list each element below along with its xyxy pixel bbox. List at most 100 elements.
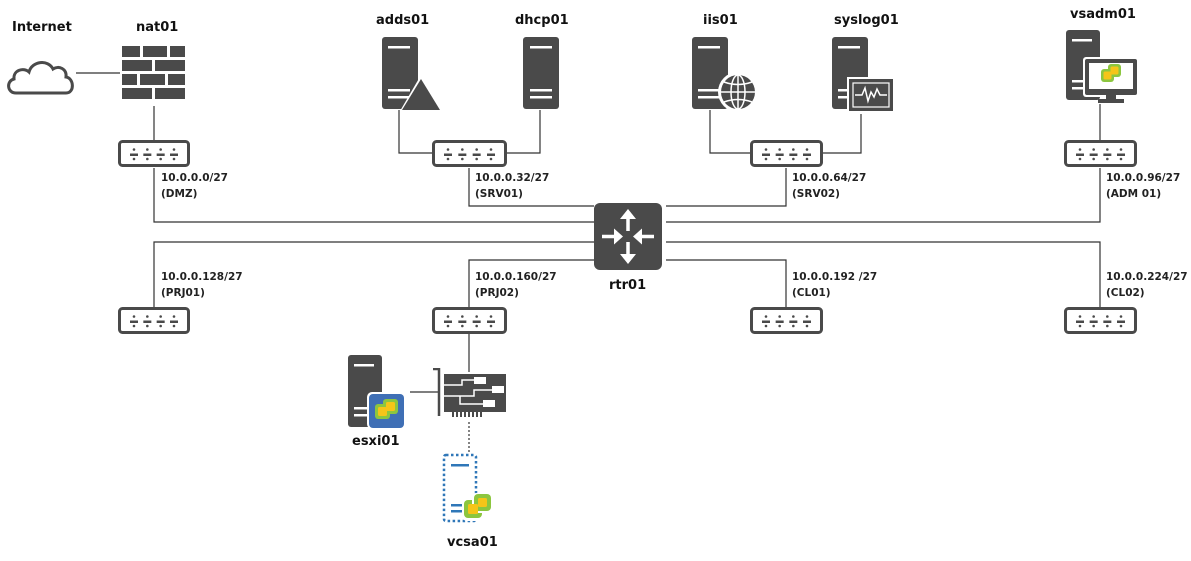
internet-label: Internet	[12, 20, 72, 35]
switch-port-icon	[1117, 148, 1125, 161]
switch-body	[750, 307, 823, 334]
server-web-icon	[692, 37, 758, 112]
server-monitor-icon	[832, 37, 895, 113]
switch-body	[432, 140, 507, 167]
subnet: 10.0.0.160/27	[475, 271, 557, 283]
switch-adm01	[1064, 140, 1137, 167]
switch-port-icon	[487, 148, 495, 161]
link-adds01-srv01	[398, 110, 432, 154]
esxi01-label: esxi01	[352, 434, 400, 449]
cloud-icon	[7, 61, 74, 95]
network-name: (PRJ01)	[161, 287, 205, 299]
switch-cl02	[1064, 307, 1137, 334]
network-label-srv02: 10.0.0.64/27 (SRV02)	[792, 170, 866, 202]
adds01-label: adds01	[376, 13, 430, 28]
link-dmz-router	[153, 168, 594, 223]
switch-port-icon	[789, 148, 798, 161]
globe-icon	[718, 72, 758, 112]
subnet: 10.0.0.32/27	[475, 172, 550, 184]
switch-port-icon	[143, 148, 152, 161]
network-label-prj02: 10.0.0.160/27 (PRJ02)	[475, 269, 557, 301]
switch-body	[1064, 140, 1137, 167]
switch-port-icon	[444, 315, 452, 328]
switch-body	[750, 140, 823, 167]
switch-port-icon	[803, 315, 811, 328]
network-name: (SRV02)	[792, 188, 840, 200]
switch-port-icon	[803, 148, 811, 161]
network-name: (CL01)	[792, 287, 831, 299]
switch-port-icon	[487, 315, 495, 328]
vsadm01-label: vsadm01	[1070, 7, 1136, 22]
syslog01-label: syslog01	[834, 13, 899, 28]
switch-body	[432, 307, 507, 334]
switch-port-icon	[1103, 315, 1112, 328]
switch-port-icon	[762, 148, 770, 161]
switch-port-icon	[444, 148, 452, 161]
subnet: 10.0.0.224/27	[1106, 271, 1188, 283]
network-name: (PRJ02)	[475, 287, 519, 299]
switch-port-icon	[789, 315, 798, 328]
switch-port-icon	[775, 148, 784, 161]
subnet: 10.0.0.96/27	[1106, 172, 1181, 184]
subnet: 10.0.0.0/27	[161, 172, 228, 184]
switch-port-icon	[472, 148, 481, 161]
switch-port-icon	[1089, 148, 1098, 161]
switch-port-icon	[1117, 315, 1125, 328]
rtr01-label: rtr01	[609, 278, 647, 293]
switch-body	[118, 307, 190, 334]
virtual-machine-vmware-icon	[442, 453, 492, 523]
switch-port-icon	[130, 315, 138, 328]
network-label-adm01: 10.0.0.96/27 (ADM 01)	[1106, 170, 1180, 202]
link-prj01-router	[153, 241, 594, 308]
iis01-label: iis01	[703, 13, 738, 28]
switch-port-icon	[458, 315, 467, 328]
subnet: 10.0.0.192 /27	[792, 271, 878, 283]
workstation-vmware-icon	[1066, 30, 1139, 103]
network-label-dmz: 10.0.0.0/27 (DMZ)	[161, 170, 228, 202]
network-name: (ADM 01)	[1106, 188, 1162, 200]
link-srv01-router	[468, 168, 594, 207]
switch-body	[118, 140, 190, 167]
vmware-logo-icon	[462, 493, 492, 521]
switch-srv01	[432, 140, 507, 167]
switch-prj01	[118, 307, 190, 334]
vcsa01-label: vcsa01	[447, 535, 498, 550]
dhcp01-label: dhcp01	[515, 13, 569, 28]
switch-port-icon	[130, 148, 138, 161]
switch-prj02	[432, 307, 507, 334]
switch-port-icon	[458, 148, 467, 161]
switch-port-icon	[472, 315, 481, 328]
switch-cl01	[750, 307, 823, 334]
network-label-cl02: 10.0.0.224/27 (CL02)	[1106, 269, 1188, 301]
network-label-prj01: 10.0.0.128/27 (PRJ01)	[161, 269, 243, 301]
switch-port-icon	[1089, 315, 1098, 328]
network-card-icon	[433, 368, 506, 417]
server-vmware-icon	[348, 355, 405, 429]
switch-port-icon	[156, 148, 165, 161]
switch-srv02	[750, 140, 823, 167]
link-prj02-router	[468, 259, 594, 308]
subnet: 10.0.0.64/27	[792, 172, 867, 184]
router-icon	[594, 203, 662, 270]
firewall-icon	[122, 46, 185, 99]
switch-port-icon	[1076, 148, 1084, 161]
network-label-srv01: 10.0.0.32/27 (SRV01)	[475, 170, 549, 202]
switch-port-icon	[170, 148, 178, 161]
switch-port-icon	[1076, 315, 1084, 328]
switch-port-icon	[762, 315, 770, 328]
switch-port-icon	[170, 315, 178, 328]
nat01-label: nat01	[136, 20, 179, 35]
link-dhcp01-srv01	[507, 110, 541, 154]
vmware-logo-icon	[1101, 64, 1121, 82]
switch-port-icon	[775, 315, 784, 328]
link-syslog01-srv02	[823, 114, 862, 154]
network-label-cl01: 10.0.0.192 /27 (CL01)	[792, 269, 877, 301]
network-name: (DMZ)	[161, 188, 198, 200]
link-iis01-srv02	[709, 110, 750, 154]
switch-port-icon	[1103, 148, 1112, 161]
network-name: (SRV01)	[475, 188, 523, 200]
subnet: 10.0.0.128/27	[161, 271, 243, 283]
network-name: (CL02)	[1106, 287, 1145, 299]
